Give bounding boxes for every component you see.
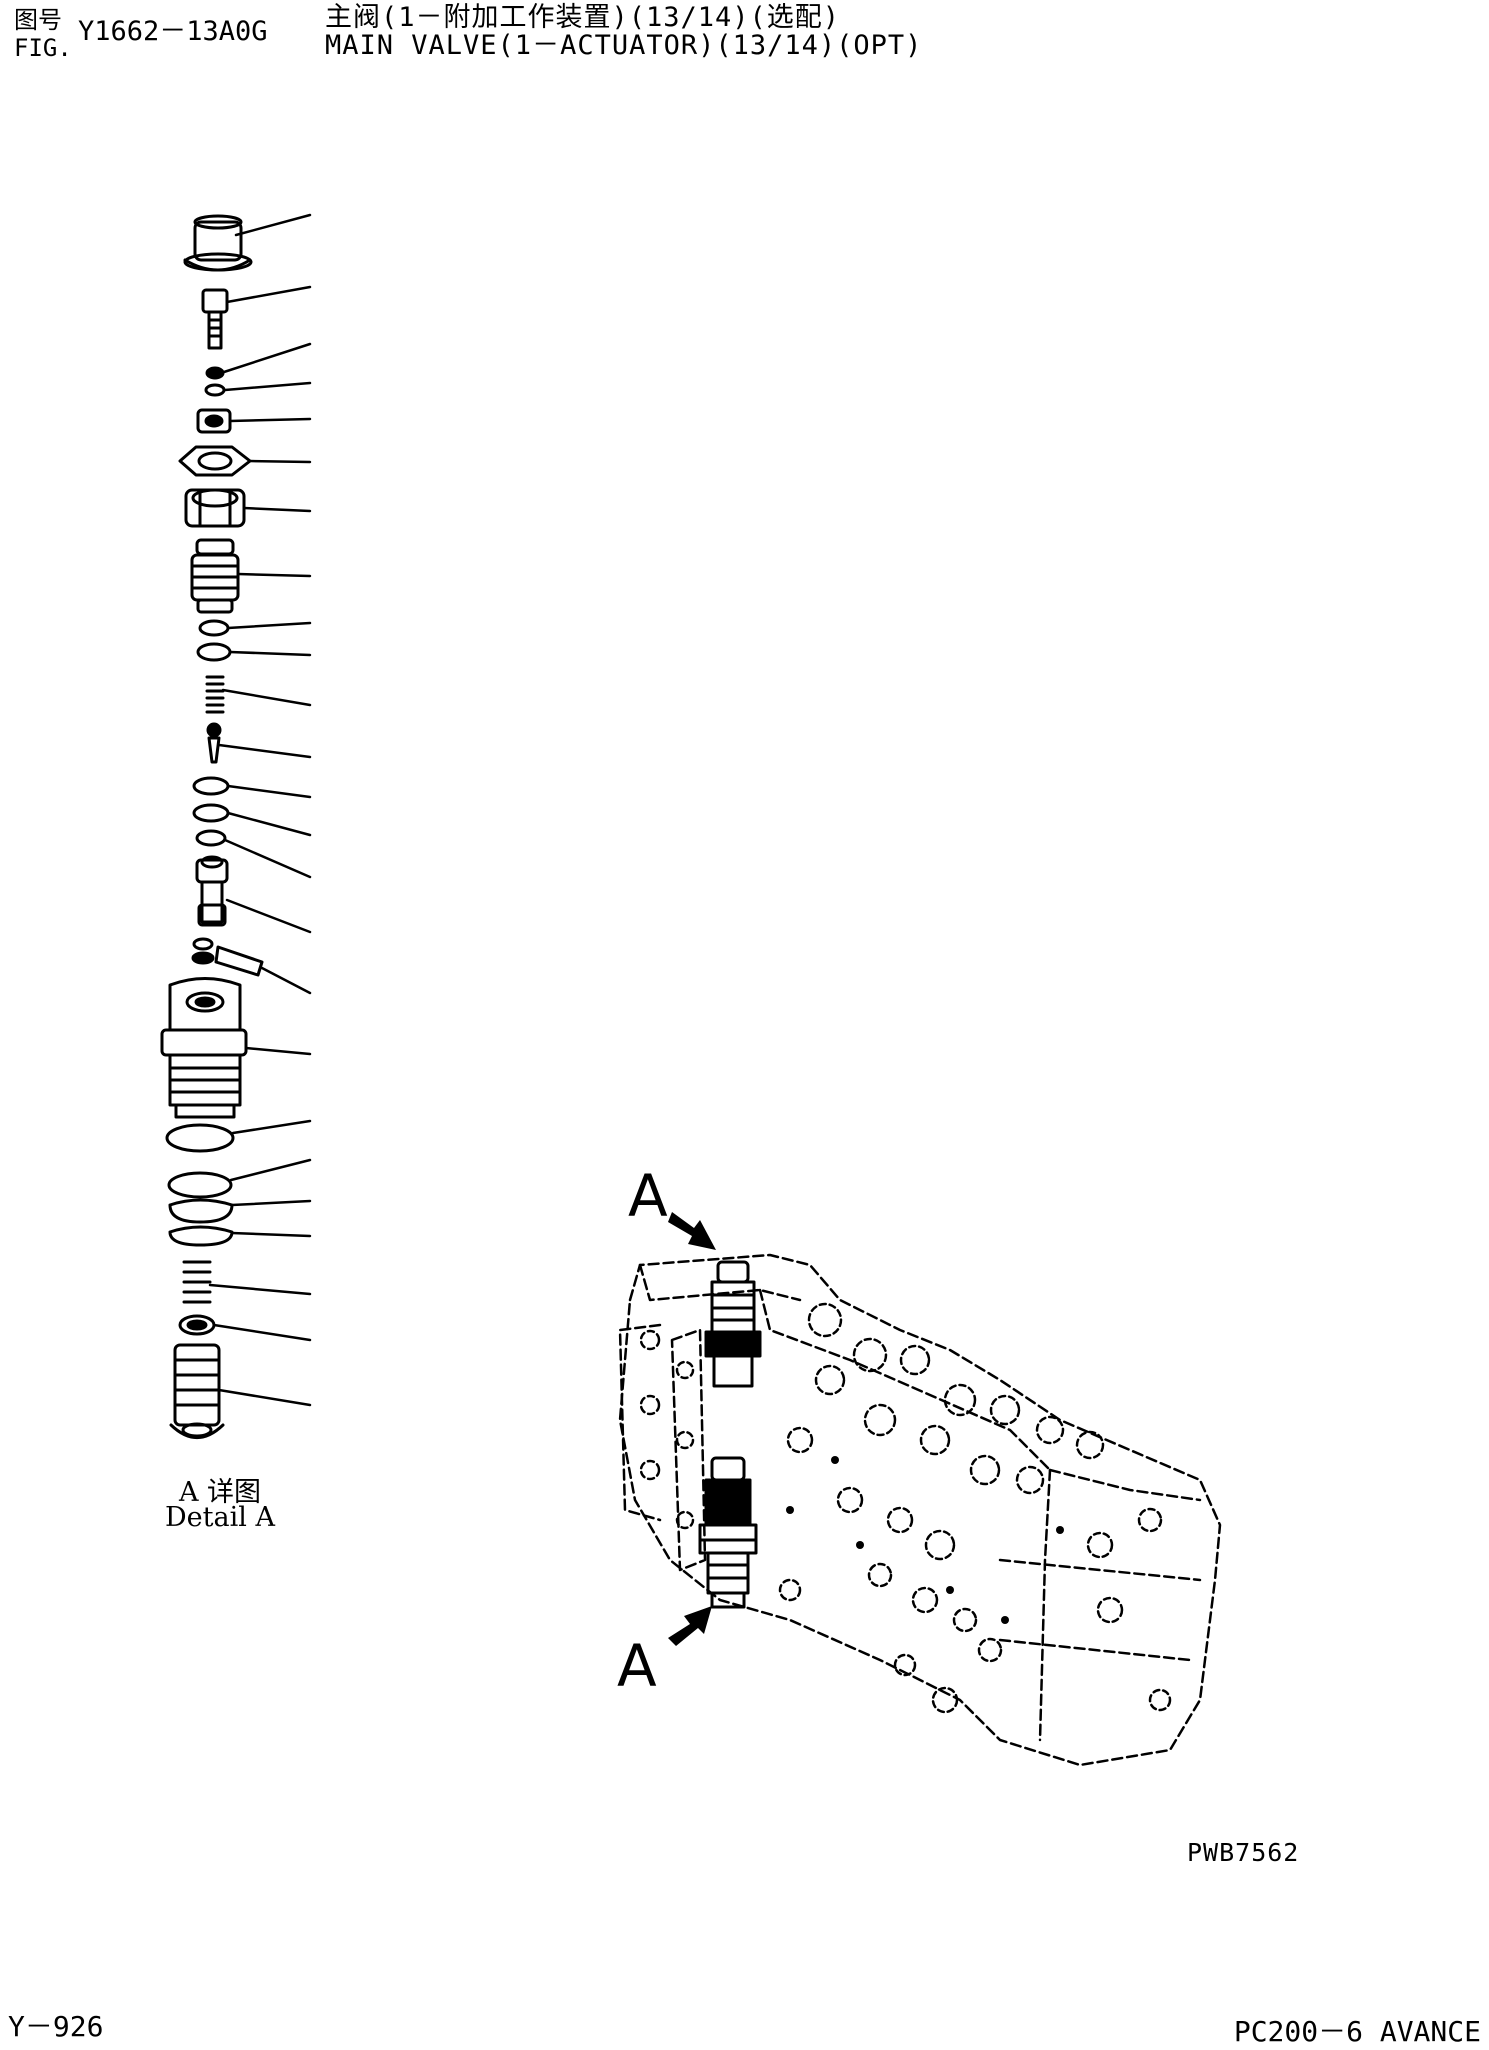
part-ring-3	[192, 776, 230, 796]
part-lock-nut	[184, 488, 246, 528]
part-small-ring-6	[192, 937, 214, 951]
part-piston	[169, 1343, 225, 1439]
arrow-upper	[668, 1212, 716, 1250]
part-backup-ring-2	[168, 1198, 234, 1224]
part-seat	[195, 855, 229, 927]
part-small-nut	[196, 408, 232, 434]
part-pin	[214, 945, 264, 977]
fig-number: Y1662－13A0G	[78, 16, 268, 47]
fig-label-en: FIG.	[14, 34, 72, 62]
part-small-ring-2	[204, 383, 226, 397]
model-name: PC200－6 AVANCE	[1233, 2015, 1481, 2048]
drawing-number: PWB7562	[1187, 1838, 1300, 1867]
arrow-lower	[668, 1606, 712, 1646]
part-bolt	[201, 288, 229, 350]
part-large-o-ring	[165, 1123, 235, 1153]
parts-stack	[160, 214, 264, 1439]
detail-label-cn: A 详图	[178, 1477, 262, 1508]
view-marker-upper: A	[628, 1162, 668, 1230]
part-backup-ring-1	[167, 1171, 233, 1199]
fig-label-cn: 图号	[14, 6, 62, 34]
part-hex-washer	[178, 445, 252, 477]
part-plug-cap	[183, 214, 253, 272]
part-backup-ring-3	[168, 1225, 234, 1247]
part-small-ring-1	[205, 366, 225, 380]
part-small-ring-7	[191, 951, 215, 965]
part-small-spring	[205, 675, 225, 714]
view-marker-lower: A	[617, 1632, 657, 1700]
page-number: Y－926	[8, 2010, 104, 2043]
leader-lines	[208, 213, 312, 1407]
cartridge-upper	[704, 1260, 762, 1388]
part-o-ring-1	[198, 619, 230, 637]
part-retainer	[178, 1314, 216, 1336]
valve-block-illustration	[618, 1253, 1222, 1767]
title-cn: 主阀(1－附加工作装置)(13/14)(选配)	[325, 2, 841, 33]
part-o-ring-2	[196, 642, 232, 662]
part-ring-5	[195, 829, 227, 847]
part-poppet	[206, 722, 222, 764]
cartridge-lower	[698, 1456, 758, 1609]
part-adjust-body	[190, 538, 240, 614]
part-spring	[182, 1260, 212, 1304]
detail-label-en: Detail A	[165, 1502, 275, 1533]
title-en: MAIN VALVE(1－ACTUATOR)(13/14)(OPT)	[325, 30, 923, 61]
part-housing	[160, 977, 248, 1119]
part-ring-4	[192, 803, 230, 823]
